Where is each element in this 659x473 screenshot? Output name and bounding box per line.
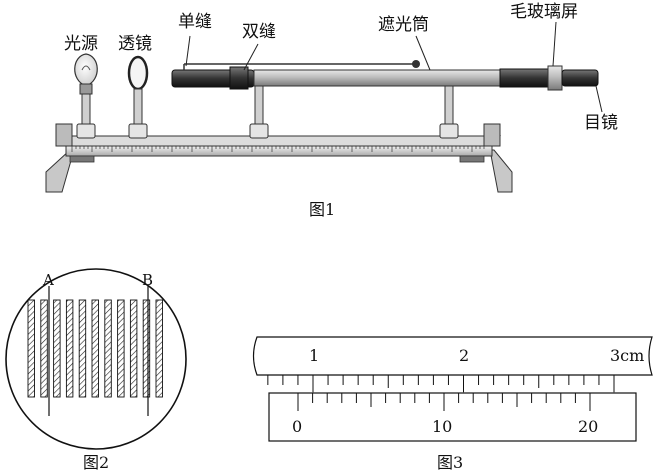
figure3-vernier: 1 2 3cm 0 10 20 图3 bbox=[252, 336, 653, 472]
label-leaders bbox=[185, 21, 603, 113]
bright-fringe bbox=[27, 299, 35, 398]
label-lens: 透镜 bbox=[118, 34, 152, 54]
vernier-label-10: 10 bbox=[432, 417, 452, 436]
vernier-scale-body bbox=[268, 392, 637, 442]
figure2-fringes: A B 图2 bbox=[5, 268, 187, 472]
fringe-pattern bbox=[27, 299, 163, 398]
main-label-2: 2 bbox=[459, 346, 469, 365]
bright-fringe bbox=[78, 299, 87, 398]
bench-scale bbox=[71, 146, 485, 152]
bright-fringe bbox=[104, 299, 112, 398]
main-scale-ticks bbox=[267, 375, 615, 393]
main-scale-body bbox=[252, 336, 653, 376]
bright-fringe bbox=[91, 299, 99, 398]
figure2-caption: 图2 bbox=[83, 453, 109, 472]
figure1-caption: 图1 bbox=[309, 200, 335, 219]
bright-fringe bbox=[142, 299, 151, 398]
figure3-caption: 图3 bbox=[437, 453, 463, 472]
main-label-1: 1 bbox=[309, 346, 319, 365]
bright-fringe bbox=[155, 299, 163, 398]
vernier-scale-ticks bbox=[297, 393, 591, 411]
main-label-3: 3cm bbox=[610, 346, 644, 365]
figure1-apparatus: 光源 透镜 单缝 双缝 遮光筒 毛玻璃屏 目镜 图1 bbox=[45, 2, 618, 219]
lens bbox=[127, 55, 149, 139]
marker-b: B bbox=[142, 271, 153, 289]
bright-fringe bbox=[129, 299, 138, 398]
label-screen: 毛玻璃屏 bbox=[510, 2, 578, 22]
label-eyepiece: 目镜 bbox=[584, 113, 618, 133]
marker-a: A bbox=[42, 271, 54, 289]
bright-fringe bbox=[40, 299, 48, 398]
bright-fringe bbox=[53, 299, 61, 398]
bright-fringe bbox=[117, 299, 125, 398]
label-light-source: 光源 bbox=[64, 34, 98, 54]
optical-bench bbox=[45, 123, 513, 193]
bright-fringe bbox=[65, 299, 74, 398]
light-shield-tube bbox=[171, 60, 599, 139]
label-tube: 遮光筒 bbox=[378, 15, 429, 35]
label-single-slit: 单缝 bbox=[178, 12, 212, 32]
vernier-label-0: 0 bbox=[292, 417, 302, 436]
label-double-slit: 双缝 bbox=[242, 22, 276, 42]
vernier-label-20: 20 bbox=[578, 417, 598, 436]
light-source bbox=[74, 53, 98, 139]
